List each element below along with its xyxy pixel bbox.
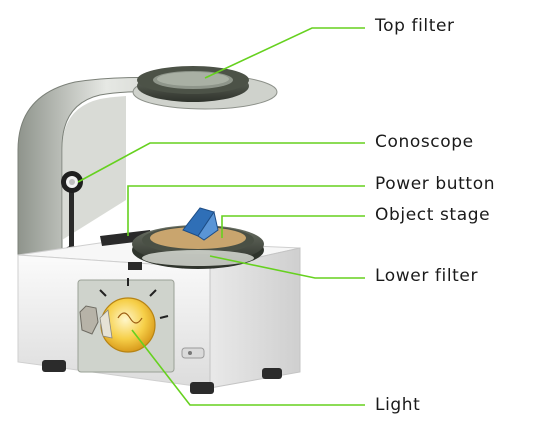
leader-power-button [127, 185, 365, 236]
label-top-filter: Top filter [375, 16, 455, 36]
leader-conoscope [77, 142, 365, 183]
label-conoscope: Conoscope [375, 132, 474, 152]
stage-assembly [132, 207, 264, 269]
light-bulb [79, 278, 205, 359]
label-power-button: Power button [375, 174, 496, 194]
power-button [100, 230, 152, 270]
label-lower-filter: Lower filter [375, 266, 479, 286]
label-light: Light [375, 395, 421, 415]
leader-top-filter [204, 27, 365, 79]
leader-object-stage [221, 215, 365, 238]
leader-lower-filter [209, 255, 365, 279]
top-filter-assembly [132, 66, 278, 110]
label-object-stage: Object stage [375, 205, 491, 225]
leader-lines [77, 27, 365, 406]
leader-light [131, 329, 365, 406]
